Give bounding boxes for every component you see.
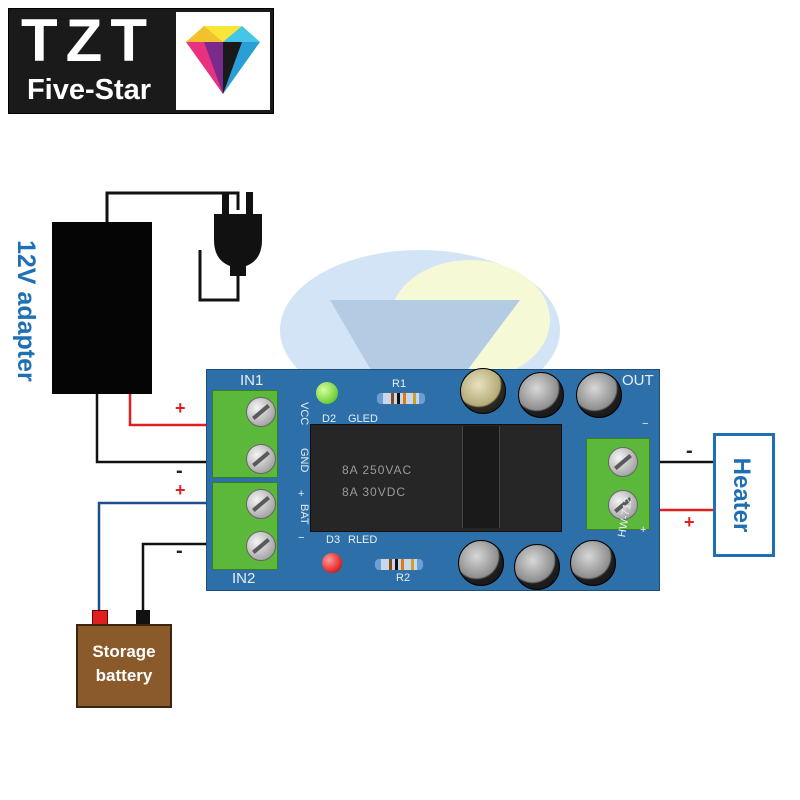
logo-subtitle-text: Five-Star — [26, 74, 152, 106]
out-minus-sign: - — [686, 440, 693, 462]
d3-label: D3 — [326, 534, 341, 546]
capacitor — [458, 540, 504, 586]
relay — [310, 424, 562, 532]
battery-label-line2: battery — [95, 666, 153, 685]
capacitor — [460, 368, 506, 414]
capacitor — [514, 544, 560, 590]
out-plus-sign: + — [684, 512, 695, 532]
relay-slot — [462, 426, 500, 528]
in1-positive-screw — [246, 397, 276, 427]
green-led — [316, 382, 338, 404]
bat-label: BAT — [298, 504, 310, 525]
r2-label: R2 — [396, 572, 411, 584]
in1-minus-sign: - — [176, 460, 183, 482]
adapter-cord — [105, 191, 240, 222]
relay-rating-dc: 8A 30VDC — [342, 485, 407, 499]
in2-plus-sign: + — [175, 480, 186, 500]
adapter-body — [52, 222, 152, 394]
in1-label: IN1 — [240, 372, 264, 389]
in1-negative-screw — [246, 444, 276, 474]
out-negative-screw — [608, 447, 638, 477]
out-plus-label: + — [640, 524, 647, 536]
resistor-r1 — [376, 392, 426, 405]
diamond-icon — [186, 26, 260, 94]
in2-positive-screw — [246, 489, 276, 519]
heater-label: Heater — [728, 457, 755, 533]
logo-brand-text: TZT — [21, 7, 155, 74]
gnd-label: GND — [298, 448, 310, 473]
capacitor — [576, 372, 622, 418]
resistor-r2 — [374, 558, 424, 571]
battery-negative-terminal — [136, 610, 150, 624]
plug-icon — [214, 192, 262, 276]
bat-plus-label: + — [298, 488, 305, 500]
capacitor — [518, 372, 564, 418]
red-led — [322, 553, 342, 573]
out-label: OUT — [622, 372, 654, 389]
battery-label-line1: Storage — [92, 642, 156, 661]
gled-label: GLED — [348, 413, 378, 425]
out-minus-label: − — [642, 418, 649, 430]
vcc-label: VCC — [298, 402, 310, 426]
adapter-cord-loop — [198, 250, 240, 302]
in2-minus-sign: - — [176, 540, 183, 562]
rled-label: RLED — [348, 534, 378, 546]
bat-minus-label: − — [298, 532, 305, 544]
in2-negative-screw — [246, 531, 276, 561]
relay-rating-ac: 8A 250VAC — [342, 463, 413, 477]
capacitor — [570, 540, 616, 586]
in1-plus-sign: + — [175, 398, 186, 418]
out-positive-screw — [608, 490, 638, 520]
r1-label: R1 — [392, 378, 407, 390]
d2-label: D2 — [322, 413, 337, 425]
storage-battery — [76, 624, 172, 708]
battery-label: Storage battery — [78, 640, 170, 688]
heater-box — [713, 433, 775, 557]
in2-label: IN2 — [232, 570, 256, 587]
